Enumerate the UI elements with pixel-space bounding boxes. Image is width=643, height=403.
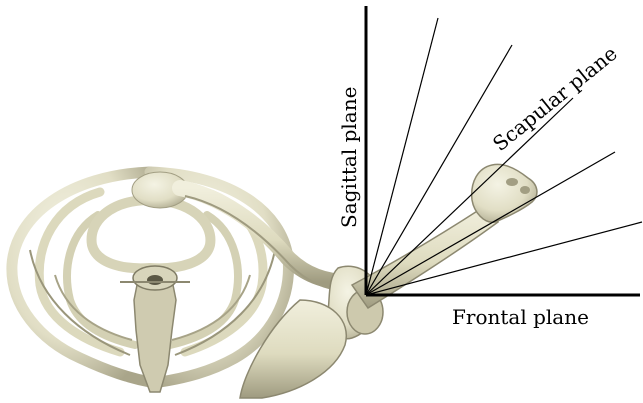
vertebral-foramen	[147, 275, 163, 285]
scapular-plane-label: Scapular plane	[488, 41, 622, 156]
scapular-plane-line	[366, 98, 573, 295]
thoracic-inlet	[92, 200, 211, 268]
rib-cage	[12, 172, 289, 392]
frontal-plane-label: Frontal plane	[452, 305, 589, 329]
sagittal-plane-label: Sagittal plane	[337, 87, 361, 228]
